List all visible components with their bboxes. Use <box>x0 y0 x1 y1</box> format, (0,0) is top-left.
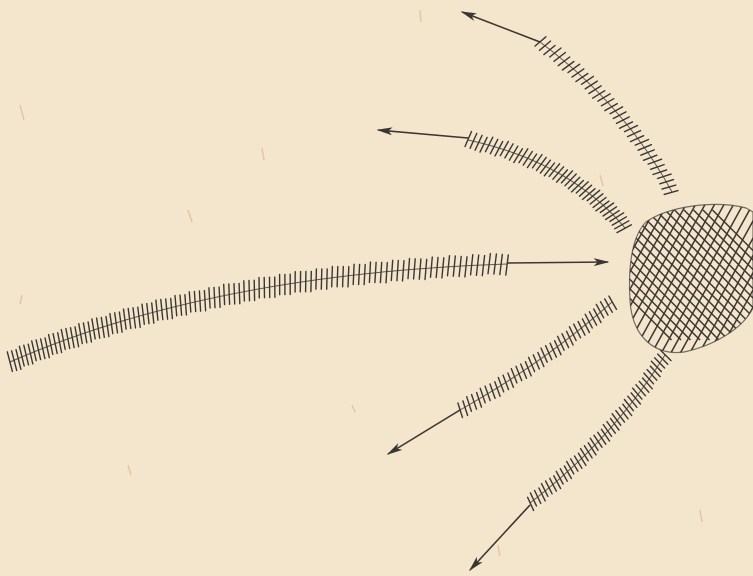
crosshatch-patch-icon <box>542 180 753 380</box>
track-hatching <box>458 296 617 418</box>
track-upper <box>462 12 678 194</box>
arrow-icon <box>388 410 460 454</box>
track-hatching <box>528 351 671 511</box>
track-hatching <box>535 37 678 195</box>
paper-fibers <box>20 10 702 556</box>
tracks <box>7 12 678 570</box>
arrow-icon <box>462 12 540 42</box>
arrow-icon <box>378 130 468 138</box>
track-hatching <box>465 132 631 233</box>
track-hatching <box>7 254 508 372</box>
track-upper-middle <box>378 130 631 233</box>
track-lower-middle <box>388 296 617 454</box>
track-left-long <box>7 254 608 372</box>
arrow-icon <box>507 262 608 263</box>
arrow-icon <box>470 505 530 570</box>
patch-crosshatch <box>542 180 753 380</box>
